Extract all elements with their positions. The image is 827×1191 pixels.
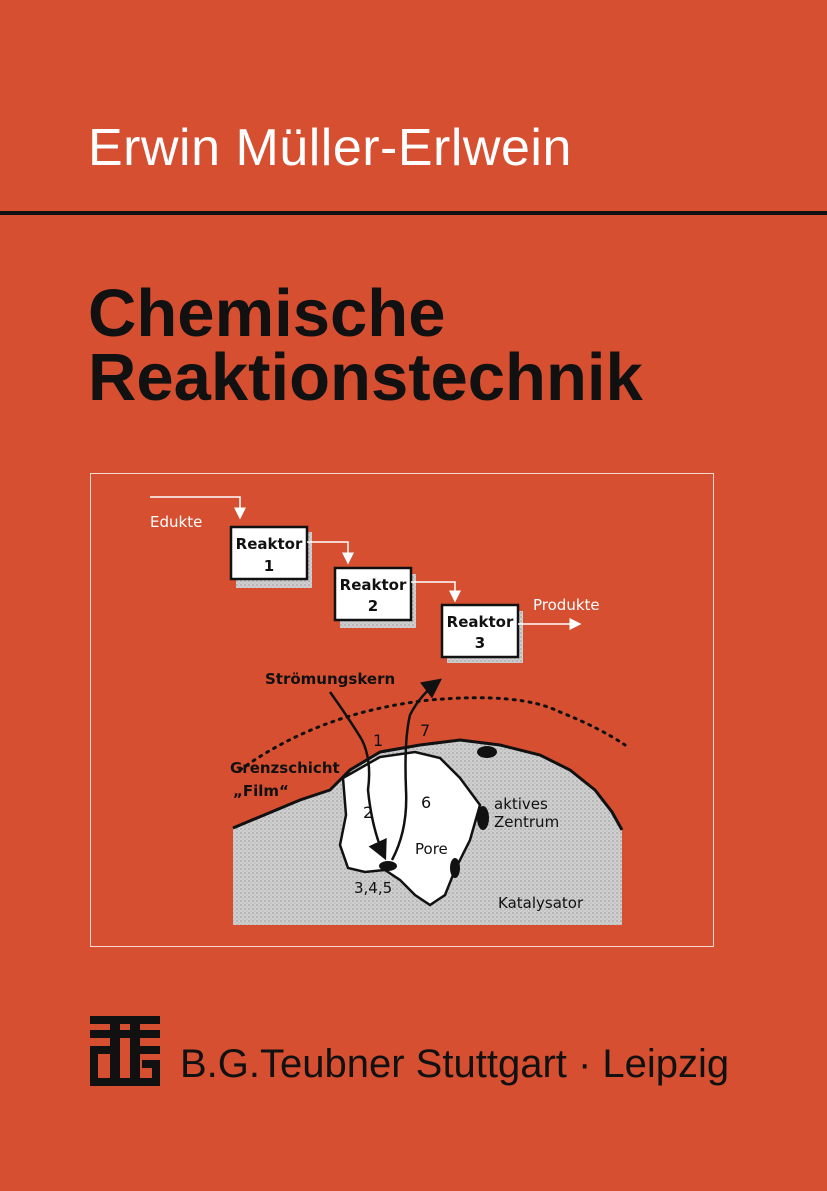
active-site-bottom [379,861,397,871]
reactor-1-box [229,525,309,581]
active-site-bottom-right [450,858,460,878]
edukte-label: Edukte [150,513,202,531]
book-title: Chemische Reaktionstechnik [88,276,643,415]
reactor-1-label: Reaktor [236,535,303,553]
path-out-6-7 [390,678,442,861]
title-line-2: Reaktionstechnik [88,340,643,415]
reactor-3-label: Reaktor [447,613,514,631]
catalyst-outline [232,738,624,831]
film-label: „Film“ [233,782,289,800]
zentrum-label: Zentrum [494,813,559,831]
reactor-2-box [333,566,413,622]
reactor-2-number: 2 [368,597,378,615]
catalyst-pellet [232,738,624,925]
stroemungskern-label: Strömungskern [265,670,395,688]
step-1-label: 1 [373,731,383,750]
step-345-label: 3,4,5 [354,879,392,897]
grenzschicht-label: Grenzschicht [230,759,340,777]
katalysator-label: Katalysator [498,894,584,912]
reactor-2-to-3-arrow [411,581,461,603]
reactor-3-number: 3 [475,634,485,652]
step-7-label: 7 [420,721,430,740]
step-2-label: 2 [363,803,373,822]
reactor-1-number: 1 [264,557,274,575]
path-in-1-2 [328,691,387,861]
header-rule [0,211,827,215]
teubner-logo [90,1016,160,1086]
reactor-1-to-2-arrow [307,541,354,565]
produkte-label: Produkte [533,596,600,614]
reactor-3-box [440,603,520,659]
reactor-2-label: Reaktor [340,576,407,594]
aktives-label: aktives [494,795,548,813]
active-site-right [477,806,489,830]
title-line-1: Chemische [88,276,446,351]
pore [338,750,482,907]
figure-frame [90,473,714,947]
pore-label: Pore [415,840,448,858]
boundary-layer-dotted [238,696,627,772]
edukte-arrow [150,496,246,520]
reactor-cascade: Edukte Reaktor 1 Reaktor 2 Reaktor 3 Pro… [150,496,600,663]
publisher-name: B.G.Teubner Stuttgart · Leipzig [180,1042,730,1086]
active-site-top [477,746,497,758]
step-6-label: 6 [421,793,431,812]
author-name: Erwin Müller-Erlwein [88,119,572,177]
